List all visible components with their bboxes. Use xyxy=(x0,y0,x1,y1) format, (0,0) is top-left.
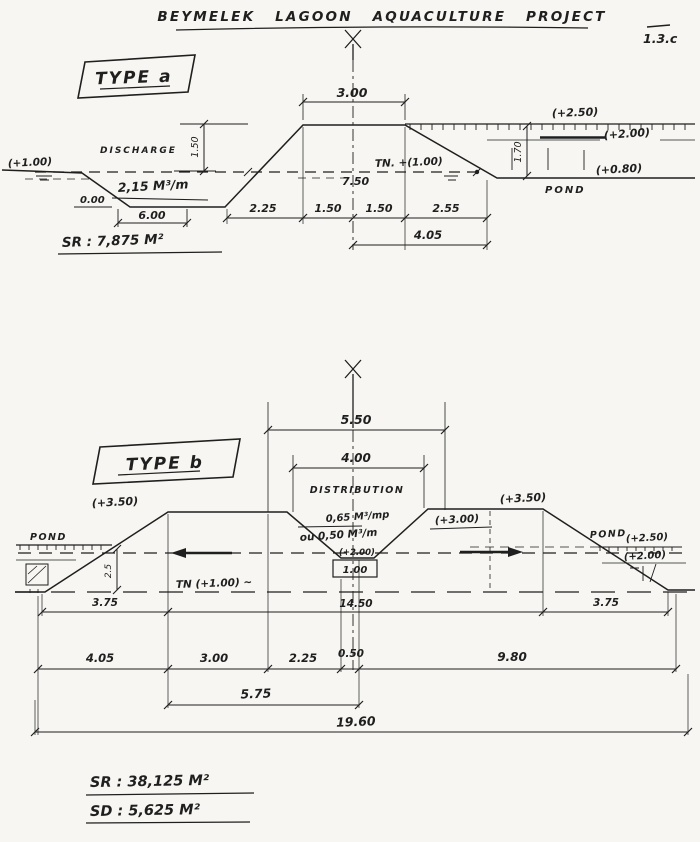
area-cut: SD : 5,625 M² xyxy=(90,802,201,820)
dim-height-left-b: 2.5 xyxy=(104,564,114,579)
type-b-dim-row2: 4.05 3.00 2.25 0.50 9.80 xyxy=(33,514,681,735)
type-a-ground-profile xyxy=(1,124,695,208)
level-left-water: (+1.00) xyxy=(8,156,53,170)
dim-crest-width: 3.00 xyxy=(337,85,368,100)
type-a-section: TYPE a 3.00 (+1.00) DISCHARGE xyxy=(1,29,695,255)
type-a-dim-row2: 4.05 xyxy=(348,228,492,250)
channel-bottom-level: 0.00 xyxy=(80,195,105,206)
pond-right-label: POND xyxy=(590,528,627,541)
dim-a-405: 4.05 xyxy=(413,228,442,242)
type-b-dim-row3: 5.75 xyxy=(163,685,364,710)
dim-a1: 2.25 xyxy=(249,202,276,215)
dim-b-1960: 19.60 xyxy=(336,713,376,729)
type-b-dim-row4: 19.60 xyxy=(30,674,693,737)
type-b-ground-profile xyxy=(15,508,695,593)
dim-a4: 2.55 xyxy=(432,202,459,215)
type-a-right-bank xyxy=(405,123,695,170)
dim-b-575: 5.75 xyxy=(240,685,272,701)
level-pond-right-water: (+2.50) xyxy=(626,532,669,545)
type-b-label-underline xyxy=(117,470,201,476)
dim-height-left: 1.50 xyxy=(190,136,201,157)
level-right-crest: (+3.50) xyxy=(499,491,546,506)
area-fill-underline xyxy=(85,792,255,796)
discharge-label: DISCHARGE xyxy=(100,146,177,156)
type-b-left-pond: POND xyxy=(16,532,112,593)
type-a-axis-symbol xyxy=(344,29,362,250)
channel-bottom-box: 1.00 xyxy=(332,559,378,578)
distribution-label: DISTRIBUTION xyxy=(310,485,405,496)
type-a-label-box xyxy=(77,54,196,99)
dim-height-right: 1.70 xyxy=(513,141,524,162)
channel-section-area: 2,15 M³/m xyxy=(117,176,188,195)
type-a-area: SR : 7,875 M² xyxy=(62,231,164,251)
dim-b2-5: 9.80 xyxy=(497,650,527,664)
type-b-axis-symbol xyxy=(344,359,362,670)
level-pond-bottom: (+0.80) xyxy=(595,162,642,177)
type-b-right-pond: POND (+2.50) (+2.00) xyxy=(590,528,686,583)
type-a-channel-width-dim: 6.00 xyxy=(113,209,192,228)
page-ref-dash xyxy=(646,24,671,28)
dim-a2: 1.50 xyxy=(314,202,341,215)
dim-waterline-width: 7.50 xyxy=(342,175,369,188)
flow1-underline xyxy=(297,525,363,528)
dim-b2-3: 2.25 xyxy=(289,651,317,665)
level-berm-underline xyxy=(429,526,493,530)
type-a-label: TYPE a xyxy=(95,67,173,90)
type-b-channel-top-dim: 4.00 xyxy=(288,451,429,512)
type-b-dim-row1: 3.75 14.50 3.75 xyxy=(37,511,673,708)
dim-channel-top-width: 4.00 xyxy=(340,451,371,465)
type-a-height-right-dim: 1.70 xyxy=(513,121,532,181)
dim-b2-2: 3.00 xyxy=(200,651,228,665)
tn-label-a: TN. +(1.00) xyxy=(375,156,443,170)
dim-a3: 1.50 xyxy=(365,202,392,215)
type-a-dim-row1: 2.25 1.50 1.50 2.55 xyxy=(222,127,492,250)
dim-b1-left: 3.75 xyxy=(92,597,118,609)
type-b-water-line xyxy=(18,546,688,558)
flow-capacity-2: ou 0,50 M³/m xyxy=(299,527,377,544)
dim-b2-1: 4.05 xyxy=(85,651,114,665)
dim-b2-4: 0.50 xyxy=(338,648,364,660)
level-pond-water: (+2.00) xyxy=(603,126,650,142)
type-b-top-width-dim: 5.50 xyxy=(263,402,450,512)
area-fill: SR : 38,125 M² xyxy=(90,773,210,791)
type-b-label: TYPE b xyxy=(125,453,204,476)
level-pond-right-low: (+2.00) xyxy=(624,550,667,563)
dim-top-width: 5.50 xyxy=(341,412,372,427)
pond-left-label: POND xyxy=(30,532,67,543)
dim-b1-right: 3.75 xyxy=(593,597,619,609)
tn-label-b: TN (+1.00) ~ xyxy=(176,576,253,591)
dim-channel-bottom-width: 6.00 xyxy=(138,209,165,222)
type-a-crest-dim: 3.00 xyxy=(298,85,410,120)
drawing-title: BEYMELEK LAGOON AQUACULTURE PROJECT xyxy=(157,9,606,25)
page-ref: 1.3.c xyxy=(643,31,678,46)
flow-arrow-left xyxy=(171,548,232,558)
type-b-areas: SR : 38,125 M² SD : 5,625 M² xyxy=(85,773,255,824)
flow-arrow-right xyxy=(460,547,523,557)
level-crest: (+2.50) xyxy=(552,105,599,120)
dim-b1-mid: 14.50 xyxy=(339,598,372,610)
dim-channel-bottom: 1.00 xyxy=(343,565,368,576)
type-a-label-underline xyxy=(99,85,171,90)
type-a-water-lines xyxy=(25,167,482,181)
pond-label-a: POND xyxy=(545,185,586,196)
type-a-height-left-dim: 1.50 xyxy=(174,119,248,176)
level-left-crest: (+3.50) xyxy=(91,495,138,510)
type-a-area-underline xyxy=(57,251,223,255)
flow-capacity-1: 0,65 M³/mp xyxy=(325,510,389,525)
type-b-label-box xyxy=(92,438,241,485)
level-berm: (+3.00) xyxy=(435,513,480,527)
area-cut-underline xyxy=(85,821,251,824)
title-underline xyxy=(175,26,589,31)
type-b-section: TYPE b 5.50 4.00 DISTRIBUTION (+3.50) (+… xyxy=(15,359,695,824)
type-b-height-left-dim: 2.5 xyxy=(104,544,122,595)
channel-section-underline xyxy=(111,197,209,201)
title-block: BEYMELEK LAGOON AQUACULTURE PROJECT 1.3.… xyxy=(157,9,677,46)
